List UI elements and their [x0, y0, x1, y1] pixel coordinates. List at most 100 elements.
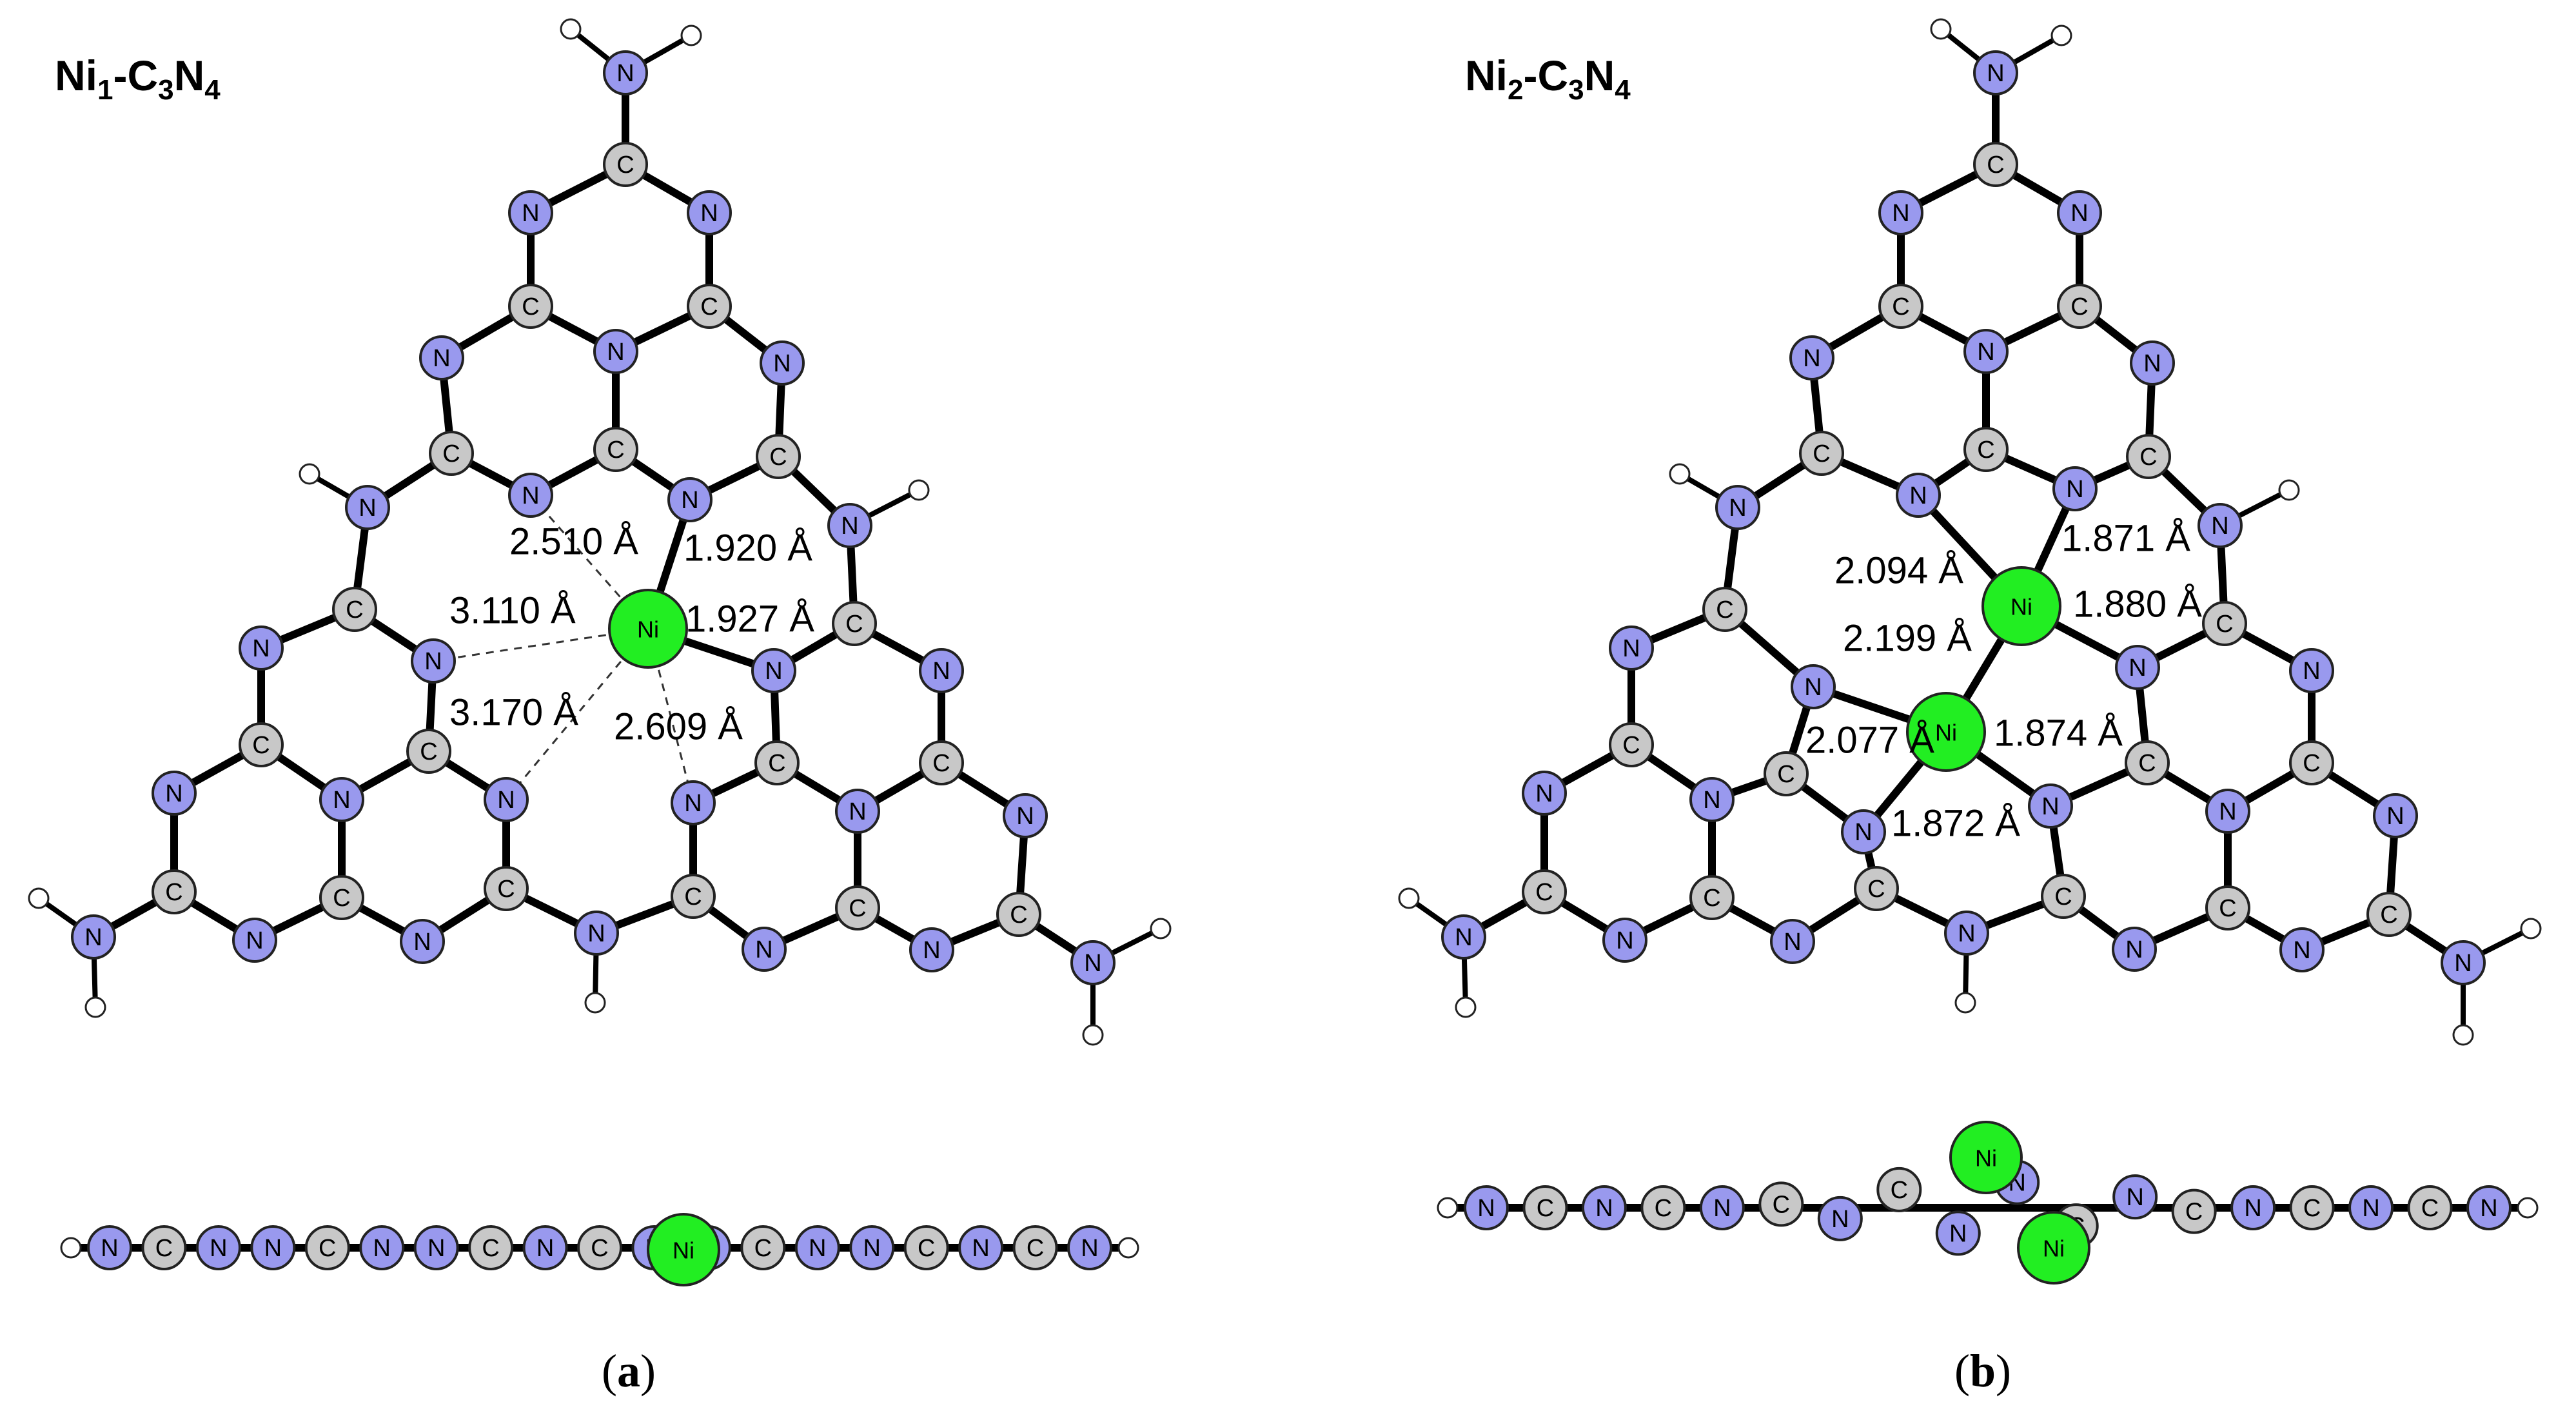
carbon-atom: C: [468, 1225, 514, 1270]
distance-label: 2.510 Å: [509, 521, 638, 563]
hydrogen-atom: [1930, 18, 1952, 40]
nitrogen-atom: N: [152, 771, 197, 816]
nitrogen-atom: N: [1878, 190, 1923, 235]
svg-text:C: C: [2303, 750, 2320, 777]
carbon-atom: C: [832, 601, 877, 646]
svg-text:C: C: [1813, 440, 1830, 468]
nitrogen-atom: N: [508, 473, 553, 518]
svg-text:N: N: [1909, 482, 1927, 509]
nitrogen-atom: N: [1841, 809, 1886, 854]
nitrogen-atom: N: [742, 927, 787, 972]
nitrogen-atom: N: [751, 648, 796, 693]
hydrogen-atom: [584, 992, 606, 1014]
carbon-atom: C: [593, 427, 638, 472]
nitrogen-atom: N: [508, 190, 553, 235]
hydrogen-atom: [2452, 1024, 2474, 1046]
svg-text:C: C: [932, 750, 950, 777]
nickel-atom: Ni: [608, 589, 688, 669]
svg-text:C: C: [918, 1235, 935, 1262]
nickel-atom: Ni: [2017, 1211, 2090, 1285]
nitrogen-atom: N: [2466, 1185, 2512, 1230]
nitrogen-atom: N: [1464, 1185, 1509, 1230]
carbon-atom: C: [1522, 1185, 1568, 1230]
svg-text:C: C: [1987, 152, 2004, 179]
carbon-atom: C: [319, 875, 364, 920]
carbon-atom: C: [903, 1225, 949, 1270]
svg-text:N: N: [587, 920, 605, 947]
carbon-atom: C: [2171, 1188, 2217, 1234]
carbon-atom: C: [508, 284, 553, 329]
svg-text:C: C: [1892, 293, 1909, 320]
nitrogen-atom: N: [958, 1225, 1004, 1270]
nitrogen-atom: N: [1067, 1225, 1112, 1270]
nitrogen-atom: N: [1817, 1196, 1863, 1241]
hydrogen-atom: [2050, 25, 2072, 46]
svg-text:C: C: [1655, 1195, 1672, 1222]
svg-text:C: C: [616, 152, 634, 179]
svg-text:C: C: [442, 440, 460, 468]
nitrogen-atom: N: [319, 777, 364, 822]
carbon-atom: C: [603, 142, 648, 187]
svg-text:N: N: [373, 1235, 390, 1262]
carbon-atom: C: [429, 431, 474, 476]
nitrogen-atom: N: [835, 789, 880, 834]
carbon-atom: C: [756, 434, 801, 479]
hydrogen-atom: [2517, 1197, 2539, 1219]
hydrogen-atom: [1437, 1197, 1459, 1219]
svg-text:C: C: [1537, 1195, 1554, 1222]
distance-label: 2.609 Å: [614, 706, 743, 748]
nitrogen-atom: N: [687, 190, 732, 235]
nickel-atom: Ni: [647, 1213, 720, 1286]
nickel-atom: Ni: [1981, 566, 2061, 646]
carbon-atom: C: [2407, 1185, 2453, 1230]
svg-text:N: N: [333, 787, 350, 814]
nitrogen-atom: N: [411, 638, 456, 684]
nitrogen-atom: N: [671, 780, 716, 825]
svg-text:C: C: [768, 750, 785, 777]
nitrogen-atom: N: [1791, 664, 1836, 709]
distance-label: 2.094 Å: [1834, 550, 1963, 592]
carbon-atom: C: [2126, 434, 2171, 479]
svg-text:N: N: [1958, 920, 1975, 947]
distance-label: 1.927 Å: [685, 598, 814, 640]
distance-label: 2.199 Å: [1843, 618, 1972, 660]
hydrogen-atom: [908, 479, 930, 501]
hydrogen-atom: [1082, 1024, 1104, 1046]
svg-text:Ni: Ni: [1975, 1145, 1997, 1172]
nitrogen-atom: N: [2441, 940, 2486, 985]
svg-text:N: N: [1703, 787, 1720, 814]
svg-text:N: N: [1729, 495, 1746, 522]
carbon-atom: C: [1609, 722, 1654, 767]
svg-text:C: C: [522, 293, 539, 320]
carbon-atom: C: [577, 1225, 622, 1270]
nitrogen-atom: N: [1602, 918, 1647, 963]
svg-text:N: N: [522, 200, 539, 227]
svg-text:N: N: [433, 345, 450, 372]
svg-text:C: C: [2070, 293, 2088, 320]
nitrogen-atom: N: [2112, 927, 2157, 972]
svg-text:N: N: [972, 1235, 989, 1262]
svg-text:N: N: [2293, 937, 2310, 964]
hydrogen-atom: [1117, 1237, 1139, 1259]
svg-text:N: N: [246, 927, 263, 954]
svg-text:C: C: [591, 1235, 608, 1262]
svg-text:N: N: [932, 658, 950, 685]
svg-text:Ni: Ni: [2043, 1236, 2065, 1262]
carbon-atom: C: [754, 740, 800, 785]
nitrogen-atom: N: [1944, 911, 1989, 956]
hydrogen-atom: [1150, 918, 1172, 940]
svg-text:C: C: [2380, 901, 2397, 929]
nitrogen-atom: N: [574, 911, 619, 956]
svg-text:N: N: [2041, 793, 2059, 820]
distance-label: 3.170 Å: [449, 692, 578, 734]
carbon-atom: C: [1702, 587, 1747, 632]
nitrogen-atom: N: [1581, 1185, 1627, 1230]
nitrogen-atom: N: [413, 1225, 459, 1270]
svg-text:C: C: [607, 437, 624, 464]
svg-text:C: C: [2219, 895, 2236, 922]
svg-text:N: N: [1595, 1195, 1613, 1222]
svg-text:C: C: [684, 883, 702, 911]
nitrogen-atom: N: [2057, 190, 2102, 235]
